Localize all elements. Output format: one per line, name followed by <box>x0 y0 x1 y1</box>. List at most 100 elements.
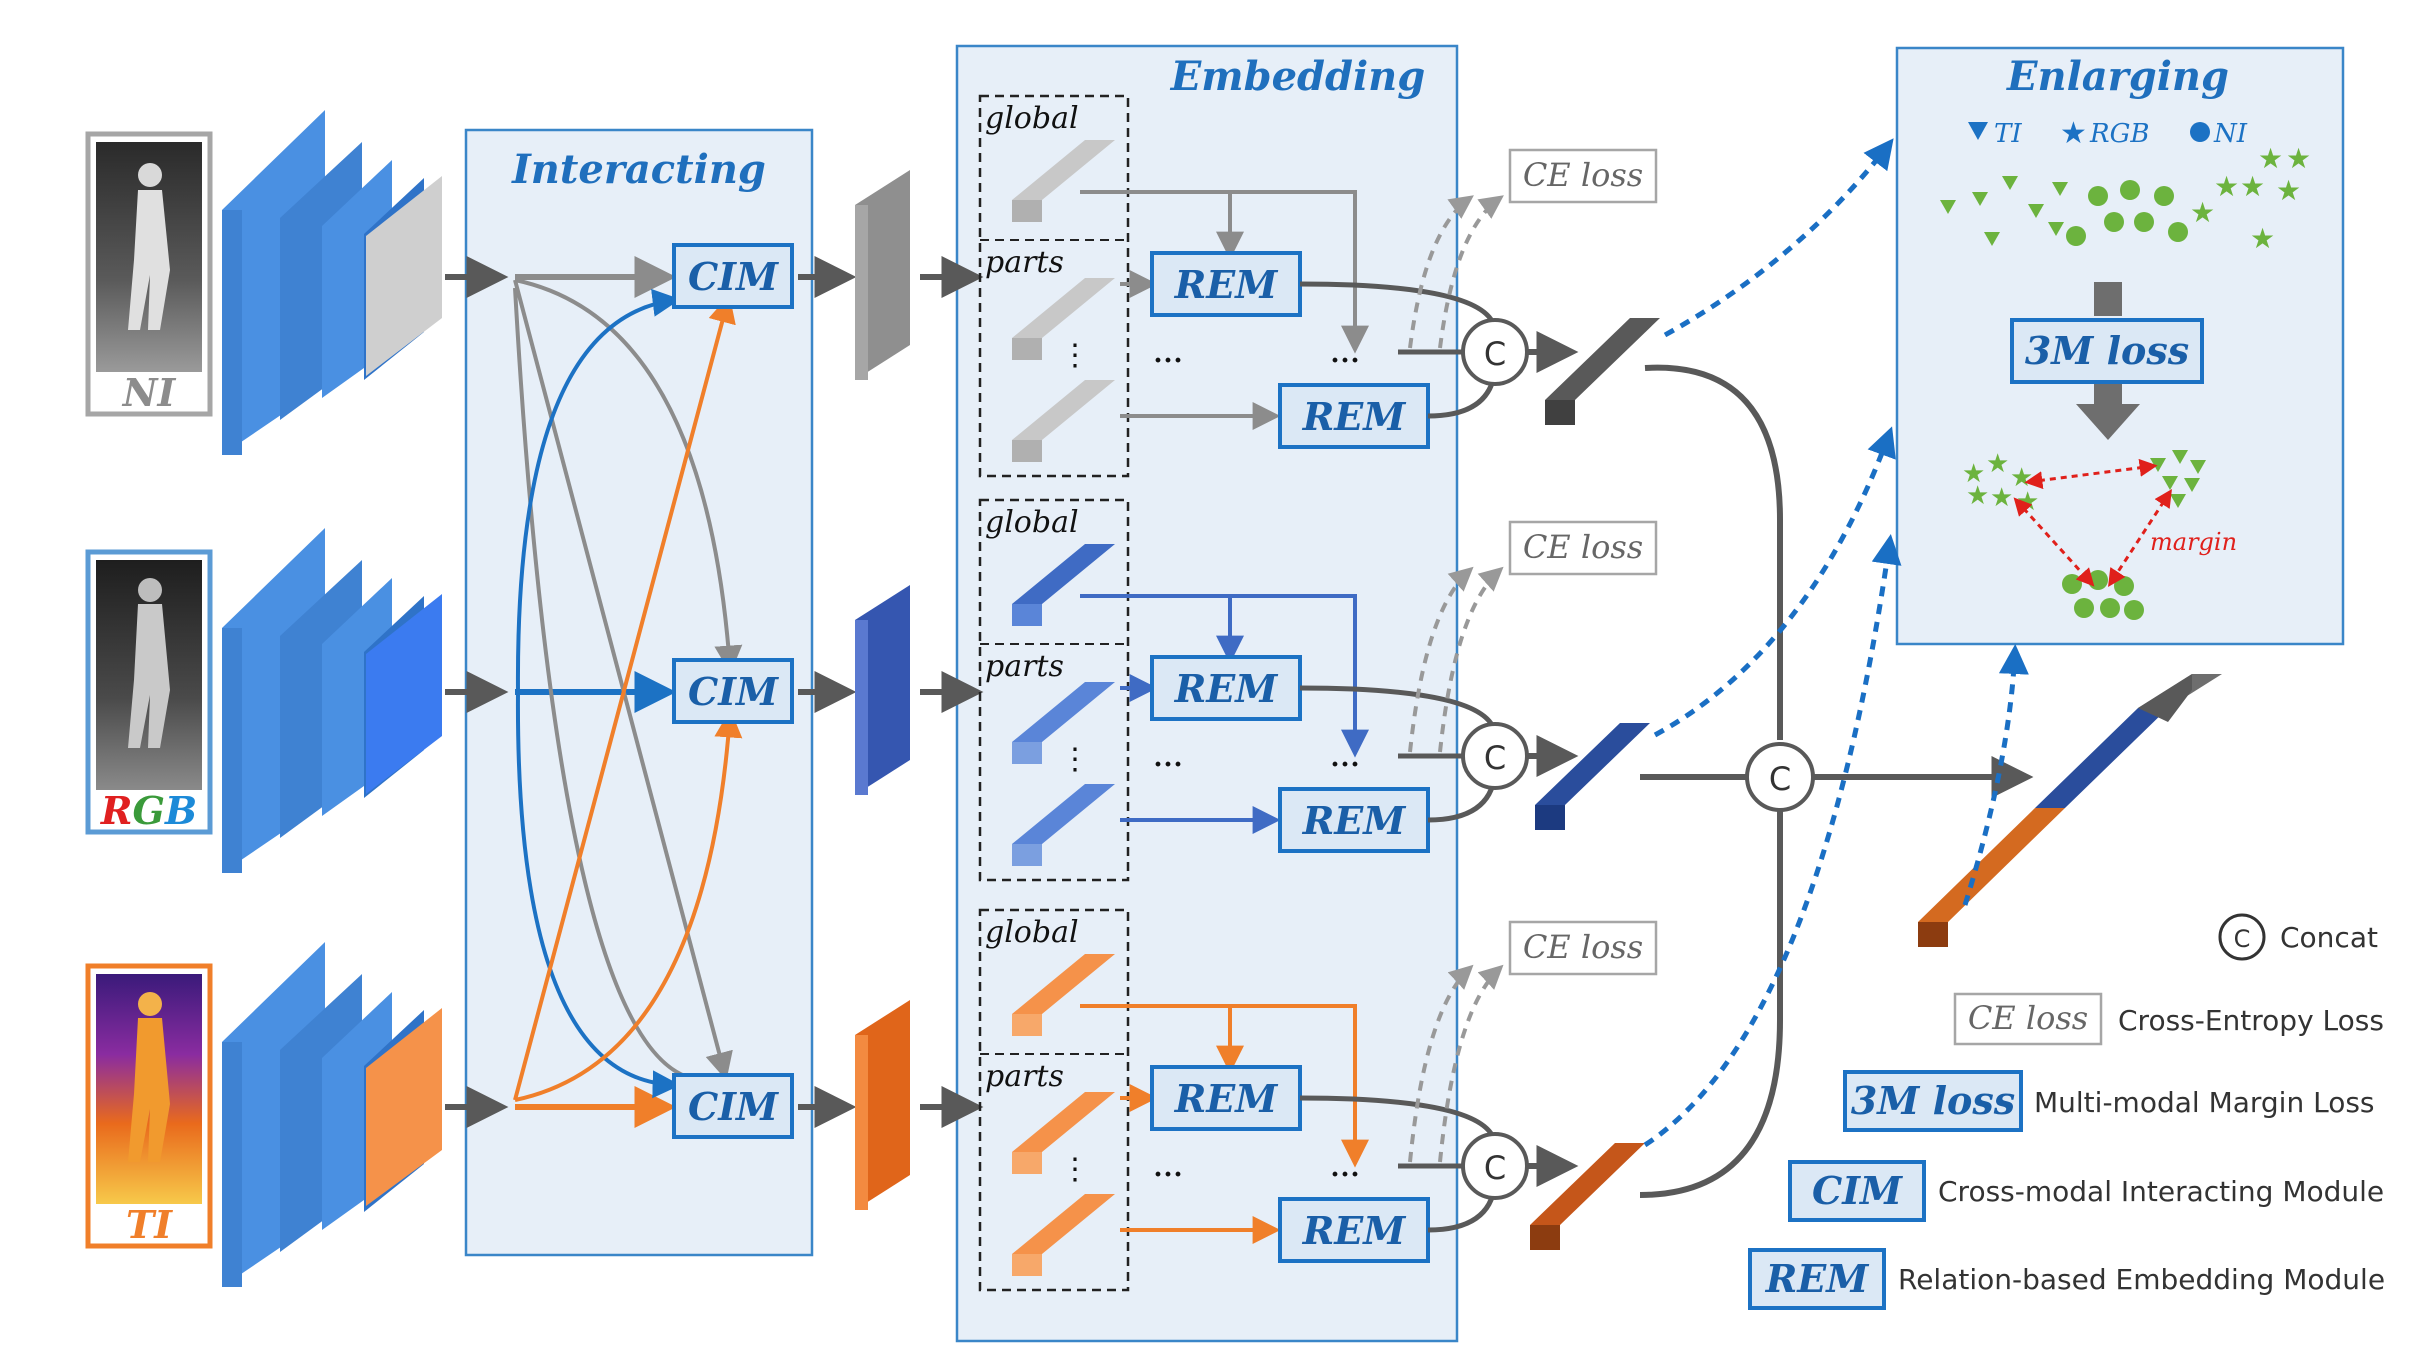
legend-ce-loss: CE loss Cross-Entropy Loss <box>1953 992 2384 1046</box>
svg-text:⋮: ⋮ <box>1060 1153 1090 1186</box>
svg-text:CE loss: CE loss <box>1523 156 1643 194</box>
svg-text:C: C <box>1769 760 1791 798</box>
svg-text:Cross-Entropy Loss: Cross-Entropy Loss <box>2118 1004 2384 1037</box>
fused-feature-vector <box>1918 674 2222 947</box>
legend-cim: CIM Cross-modal Interacting Module <box>1788 1160 2384 1222</box>
svg-text:parts: parts <box>985 649 1064 684</box>
svg-text:···: ··· <box>1153 1158 1183 1191</box>
svg-text:global: global <box>985 915 1079 950</box>
svg-text:REM: REM <box>1302 394 1407 439</box>
svg-text:Cross-modal Interacting Module: Cross-modal Interacting Module <box>1938 1175 2384 1208</box>
enlarging-legend: TI ★ RGB NI <box>1968 116 2248 151</box>
ti-feature-map <box>855 1000 910 1210</box>
svg-text:···: ··· <box>1330 748 1360 781</box>
concat-icon <box>2218 913 2266 961</box>
interacting-title: Interacting <box>511 146 766 193</box>
three-m-loss-box: 3M loss <box>2010 318 2204 384</box>
legend-concat: C Concat <box>2218 913 2378 961</box>
ti-embedding: global parts ⋮ ··· ··· REM REM <box>978 908 1430 1292</box>
ni-embedding: global parts ⋮ ··· ··· REM REM <box>978 94 1430 478</box>
svg-text:NI: NI <box>2213 119 2248 149</box>
svg-text:···: ··· <box>1330 1158 1360 1191</box>
interacting-flows <box>445 256 743 1128</box>
svg-text:⋮: ⋮ <box>1060 743 1090 776</box>
rgb-embedding: global parts ⋮ ··· ··· REM REM <box>978 498 1430 882</box>
svg-text:★: ★ <box>2250 222 2275 255</box>
loss-down-arrow <box>2076 282 2140 440</box>
concat-ni: C <box>1461 318 1529 386</box>
svg-text:CIM: CIM <box>688 1084 779 1129</box>
ni-feature-map <box>855 170 910 380</box>
svg-text:parts: parts <box>985 1059 1064 1094</box>
margin-arrows <box>2013 458 2172 588</box>
svg-text:★: ★ <box>1962 459 1985 489</box>
ni-backbone <box>222 110 442 455</box>
svg-text:C: C <box>1484 335 1506 373</box>
ti-label: TI <box>126 1202 173 1247</box>
svg-text:3M loss: 3M loss <box>2025 328 2189 373</box>
svg-text:Multi-modal Margin Loss: Multi-modal Margin Loss <box>2034 1086 2375 1119</box>
concat-rgb: C <box>1461 722 1529 790</box>
cim-outputs <box>798 256 984 1128</box>
svg-text:★: ★ <box>2286 142 2311 175</box>
svg-text:CE loss: CE loss <box>1523 528 1643 566</box>
svg-text:CE loss: CE loss <box>1523 928 1643 966</box>
svg-text:★: ★ <box>1990 483 2013 513</box>
svg-text:global: global <box>985 101 1079 136</box>
ti-backbone <box>222 942 442 1287</box>
margin-label: margin <box>2150 528 2237 556</box>
svg-text:CE loss: CE loss <box>1968 999 2088 1037</box>
svg-text:REM: REM <box>1765 1256 1870 1301</box>
rgb-feature-map <box>855 585 910 795</box>
ti-input: TI <box>85 963 213 1249</box>
svg-text:TI: TI <box>1994 119 2022 149</box>
svg-text:C: C <box>2234 925 2251 953</box>
rgb-backbone <box>222 528 442 873</box>
enlarging-flows <box>1643 138 2029 1148</box>
svg-text:CIM: CIM <box>688 669 779 714</box>
svg-text:★: ★ <box>2214 170 2239 203</box>
legend-rem: REM Relation-based Embedding Module <box>1748 1248 2385 1310</box>
ti-marker-icon <box>1968 122 1988 140</box>
rgb-feature-vector <box>1535 723 1650 830</box>
concat-global: C <box>1745 742 1815 812</box>
cim-module-rgb: CIM <box>672 658 794 724</box>
svg-text:parts: parts <box>985 245 1064 280</box>
svg-text:REM: REM <box>1302 1208 1407 1253</box>
cim-module-ni: CIM <box>672 243 794 309</box>
svg-text:Relation-based Embedding Modul: Relation-based Embedding Module <box>1898 1263 2385 1296</box>
svg-text:REM: REM <box>1174 666 1279 711</box>
ce-loss-ti: CE loss <box>1508 920 1658 976</box>
svg-text:3M loss: 3M loss <box>1851 1078 2015 1123</box>
svg-text:RGB: RGB <box>2089 119 2149 149</box>
svg-text:REM: REM <box>1174 262 1279 307</box>
cim-module-ti: CIM <box>672 1073 794 1139</box>
svg-text:global: global <box>985 505 1079 540</box>
svg-text:★: ★ <box>2258 142 2283 175</box>
svg-text:★: ★ <box>2190 196 2215 229</box>
ti-feature-vector <box>1530 1143 1645 1250</box>
ce-loss-rgb: CE loss <box>1508 520 1658 576</box>
svg-text:CIM: CIM <box>688 254 779 299</box>
svg-text:···: ··· <box>1330 344 1360 377</box>
svg-text:CIM: CIM <box>1812 1168 1903 1213</box>
svg-text:★: ★ <box>1986 449 2009 479</box>
svg-text:C: C <box>1484 1149 1506 1187</box>
ni-feature-vector <box>1545 318 1660 425</box>
enlarging-title: Enlarging <box>2006 53 2229 100</box>
ce-loss-ni: CE loss <box>1508 148 1658 204</box>
ni-label: NI <box>122 370 177 415</box>
svg-text:★: ★ <box>2240 170 2265 203</box>
svg-text:REM: REM <box>1174 1076 1279 1121</box>
svg-text:···: ··· <box>1153 344 1183 377</box>
legend-3m-loss: 3M loss Multi-modal Margin Loss <box>1843 1070 2375 1132</box>
rgb-label: RGB <box>100 788 197 833</box>
rgb-marker-icon: ★ <box>2060 116 2087 151</box>
svg-text:C: C <box>1484 739 1506 777</box>
svg-text:⋮: ⋮ <box>1060 339 1090 372</box>
ni-input: NI <box>85 131 213 417</box>
svg-text:★: ★ <box>1966 481 1989 511</box>
svg-text:Concat: Concat <box>2280 921 2378 954</box>
global-concat-flows <box>1639 364 2034 1198</box>
